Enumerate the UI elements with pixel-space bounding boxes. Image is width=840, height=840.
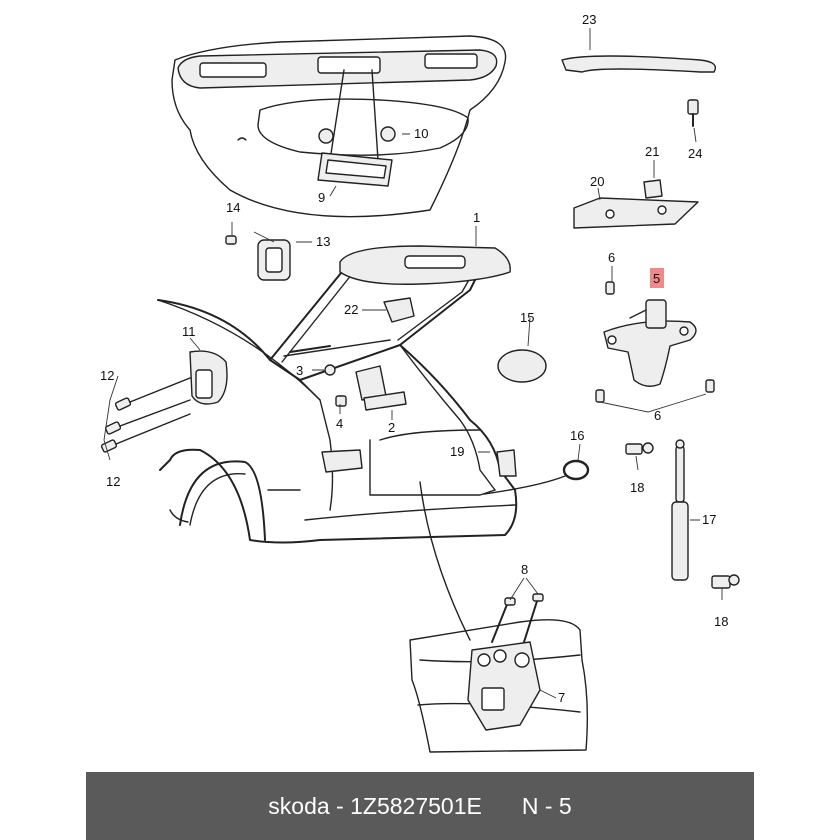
ball-studs-18	[625, 442, 740, 589]
callout-24: 24	[688, 146, 702, 161]
callout-6-upper: 6	[608, 250, 615, 265]
tailgate-inner-inset	[171, 35, 507, 218]
callout-3: 3	[296, 363, 303, 378]
callout-10: 10	[414, 126, 428, 141]
callout-13: 13	[316, 234, 330, 249]
insulation-pad-20	[573, 197, 699, 229]
callout-11: 11	[182, 324, 196, 339]
callout-1: 1	[473, 210, 480, 225]
callout-8: 8	[521, 562, 528, 577]
callout-6-lower: 6	[654, 408, 661, 423]
callout-12-upper: 12	[100, 368, 114, 383]
seal-ring-16	[562, 459, 590, 481]
callout-16: 16	[570, 428, 584, 443]
callout-18-upper: 18	[630, 480, 644, 495]
reference-number-text: N - 5	[521, 792, 572, 819]
callout-17: 17	[702, 512, 716, 527]
small-parts-left	[100, 235, 415, 453]
callout-4: 4	[336, 416, 343, 431]
callout-7: 7	[558, 690, 565, 705]
clip-21	[643, 179, 663, 199]
leader-lines	[103, 28, 723, 699]
callout-12-lower: 12	[106, 474, 120, 489]
latch-inset	[409, 593, 589, 753]
car-rear-body	[157, 245, 566, 641]
callout-19: 19	[450, 444, 464, 459]
part-number-text: skoda - 1Z5827501E	[268, 792, 482, 819]
callout-21: 21	[645, 144, 659, 159]
callout-22: 22	[344, 302, 358, 317]
gas-strut-17	[671, 439, 689, 581]
callout-23: 23	[582, 12, 596, 27]
exploded-parts-diagram: 1 2 3 4 5 6 6 7 8 9 10 11 12 12 13 14 15…	[100, 12, 740, 753]
callout-14: 14	[226, 200, 240, 215]
callout-18-lower: 18	[714, 614, 728, 629]
callout-20: 20	[590, 174, 604, 189]
cap-15	[497, 349, 547, 383]
trim-strip-23	[561, 55, 717, 127]
lock-latch-5	[595, 281, 715, 403]
part-number-banner: skoda - 1Z5827501E N - 5	[86, 772, 754, 840]
callout-15: 15	[520, 310, 534, 325]
callout-5: 5	[653, 271, 660, 286]
callout-9: 9	[318, 190, 325, 205]
callout-5-highlight	[650, 268, 664, 288]
callout-2: 2	[388, 420, 395, 435]
